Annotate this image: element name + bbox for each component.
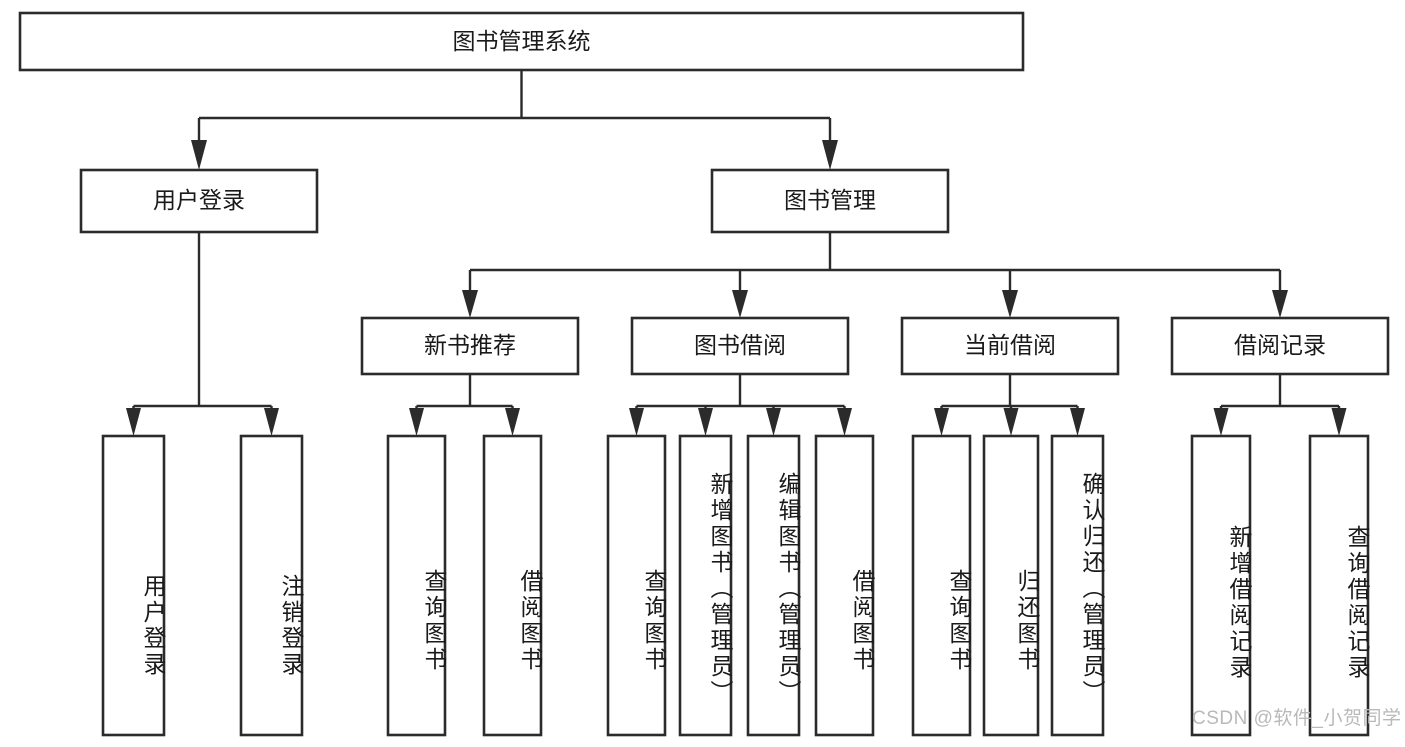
arrow-head-leaf-add-book [698,408,713,436]
node-label-book-manage: 图书管理 [784,187,876,213]
connector-group-user-login [126,232,279,436]
node-box-current-borrow[interactable] [900,316,1120,376]
node-box-leaf-confirm-return[interactable] [1050,434,1105,737]
node-box-leaf-query-book-1[interactable] [386,434,447,737]
arrow-head-leaf-edit-book [766,408,781,436]
node-box-borrow-record[interactable] [1170,316,1390,376]
node-label-book-borrow: 图书借阅 [694,332,786,358]
node-box-book-manage[interactable] [710,168,950,234]
arrow-head-borrow-record [1272,290,1288,318]
arrow-head-leaf-borrow-book-1 [505,408,520,436]
node-box-leaf-edit-book[interactable] [746,434,801,737]
node-box-new-book-recommend[interactable] [360,316,580,376]
node-box-leaf-add-record[interactable] [1190,434,1252,737]
node-label-new-book-recommend: 新书推荐 [424,332,516,358]
arrow-head-user-login [191,140,207,170]
connector-group-book-borrow [629,374,852,436]
node-box-book-borrow[interactable] [630,316,850,376]
node-box-leaf-add-book[interactable] [678,434,733,737]
node-label-user-login: 用户登录 [153,187,245,213]
connector-group-root [191,70,838,170]
node-box-leaf-query-record[interactable] [1308,434,1370,737]
connector-group-borrow-record [1213,374,1347,436]
node-label-root: 图书管理系统 [453,28,591,54]
arrow-head-current-borrow [1002,290,1018,318]
arrow-head-leaf-query-record [1331,408,1347,436]
node-box-leaf-return-book[interactable] [982,434,1040,737]
node-box-leaf-borrow-book-1[interactable] [482,434,543,737]
node-label-borrow-record: 借阅记录 [1234,332,1326,358]
arrow-head-leaf-query-book-2 [629,408,644,436]
connector-group-book-manage [462,232,1288,318]
arrow-head-leaf-query-book-1 [409,408,424,436]
node-box-leaf-query-book-2[interactable] [606,434,667,737]
arrow-head-leaf-confirm-return [1070,408,1085,436]
arrow-head-leaf-return-book [1003,408,1019,436]
arrow-head-new-book-recommend [462,290,478,318]
node-label-current-borrow: 当前借阅 [964,332,1056,358]
arrow-head-book-manage [822,140,838,170]
connector-group-new-book-recommend [409,374,520,436]
arrow-head-leaf-user-login [126,408,141,436]
node-box-leaf-borrow-book-2[interactable] [814,434,875,737]
arrow-head-book-borrow [732,290,748,318]
arrow-head-leaf-add-record [1213,408,1229,436]
node-box-user-login[interactable] [79,168,319,234]
csdn-watermark: CSDN @软件_小贺同学 [1192,708,1402,729]
node-box-leaf-query-book-3[interactable] [911,434,972,737]
node-box-root[interactable] [18,11,1025,72]
node-box-leaf-logout[interactable] [239,434,304,737]
arrow-head-leaf-query-book-3 [934,408,949,436]
node-box-leaf-user-login[interactable] [101,434,166,737]
connector-group-current-borrow [934,374,1085,436]
arrow-head-leaf-borrow-book-2 [837,408,852,436]
arrow-head-leaf-logout [264,408,279,436]
